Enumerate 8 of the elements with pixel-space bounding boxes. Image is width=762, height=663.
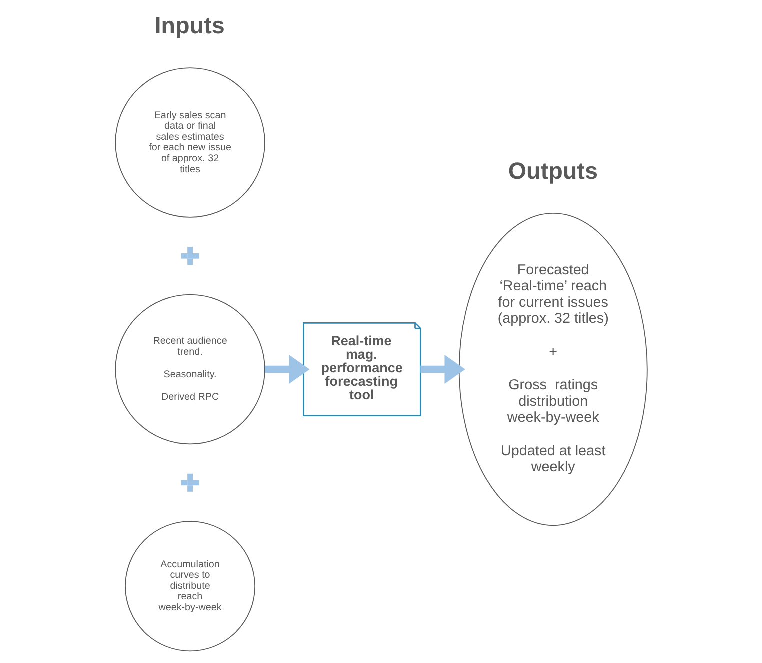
node-circle: Accumulation curves to distribute reach week-by-week xyxy=(124,521,256,652)
node-ellipse: Forecasted ‘Real-time’ reach for current issues (approx. 32 titles) + Gross ratings distribution week-by-week Updated at least weekly xyxy=(458,212,648,526)
label: Inputs xyxy=(154,12,224,38)
node-circle: Recent audience trend. Seasonality. Derived RPC xyxy=(114,294,265,445)
node-circle: Early sales scan data or final sales estimates for each new issue of approx. 32 titles xyxy=(114,68,265,218)
arrow xyxy=(264,355,310,384)
arrow xyxy=(420,355,465,384)
label: Outputs xyxy=(508,158,598,184)
